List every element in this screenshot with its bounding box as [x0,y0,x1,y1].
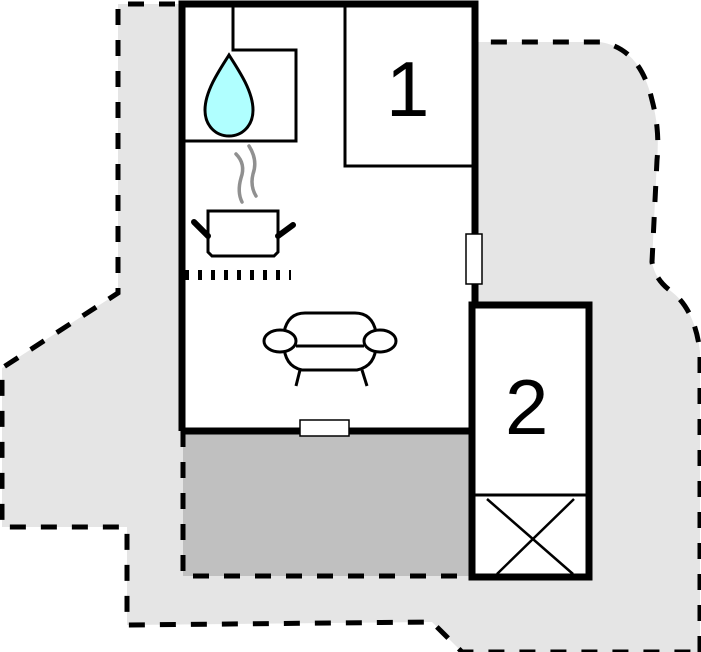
bathroom-partition [184,6,298,143]
room-1-partition [343,6,475,168]
room-2-label: 2 [505,363,548,451]
cooking-pot-icon [191,209,296,258]
window-east [465,233,483,285]
room-2-walls [468,301,593,581]
room-1-label: 1 [386,45,429,133]
room-2-area [472,305,589,577]
window-south [299,419,350,437]
closet-x-icon [486,498,575,575]
sofa-icon [262,311,398,387]
terrace [183,431,470,576]
steam-icon [234,144,258,204]
main-walls [178,0,479,431]
water-drop-icon [203,52,255,138]
